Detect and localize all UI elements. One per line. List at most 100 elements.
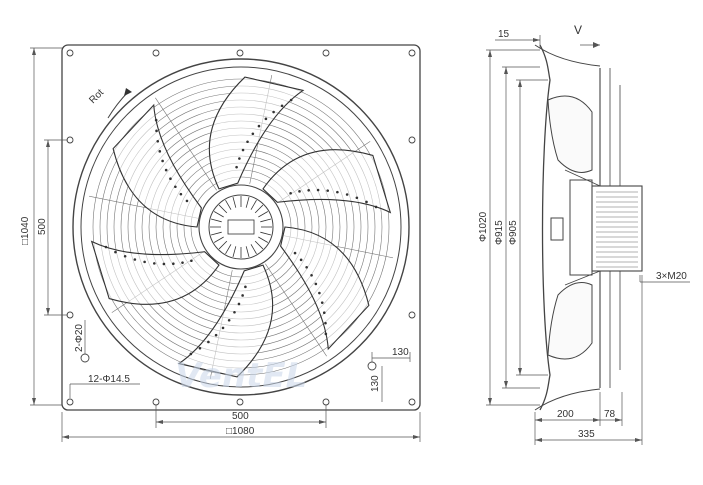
cooling-fin <box>254 204 264 214</box>
side-motor <box>591 185 643 272</box>
fan-blades <box>90 76 392 378</box>
mounting-holes <box>66 49 416 406</box>
side-view <box>534 44 643 411</box>
cooling-fin <box>250 199 257 210</box>
venturi-flange-bottom <box>534 388 601 411</box>
blade-serration <box>174 185 177 189</box>
blade-serration <box>345 193 349 196</box>
fan-blade <box>177 264 274 378</box>
blade-serration <box>214 333 218 337</box>
cooling-fin <box>213 211 224 218</box>
blade-serration <box>244 285 247 289</box>
cooling-fin <box>210 231 222 236</box>
blade-serration <box>133 258 137 261</box>
rotation-label: Rot <box>87 87 106 106</box>
blade-serration <box>207 340 210 344</box>
blade-serration <box>365 200 368 204</box>
blade-serration <box>179 192 183 196</box>
cooling-fin <box>258 211 269 218</box>
cooling-fin <box>245 196 250 208</box>
blade-serration <box>310 273 313 277</box>
venturi-inner-ring <box>80 66 402 388</box>
front-dim-arrows <box>32 48 420 439</box>
cooling-fin <box>254 240 264 250</box>
blade-serration <box>316 188 320 192</box>
blade-serration <box>162 262 166 266</box>
blade-serration <box>237 302 241 306</box>
cooling-fin <box>213 236 224 243</box>
blade-section-top <box>547 95 593 173</box>
mounting-plate <box>61 44 421 411</box>
blade-serration <box>241 294 244 297</box>
blade-serration <box>320 301 324 304</box>
blade-serration <box>272 110 275 114</box>
dim-spacing-horizontal: 500 <box>232 411 249 422</box>
venturi-outer-ring <box>72 58 410 396</box>
blade-serration <box>374 205 378 209</box>
blade-serration <box>189 352 193 356</box>
watermark-logo: VentEL <box>175 356 307 396</box>
rotation-arrow-head <box>124 88 132 96</box>
cooling-fin <box>250 244 257 255</box>
cooling-fin <box>258 236 269 243</box>
cooling-fin <box>225 244 232 255</box>
blade-serration <box>164 168 168 172</box>
dim-hole-large: 2-Φ20 <box>74 324 85 352</box>
grill-spoke <box>155 97 217 191</box>
blade-serration <box>172 262 175 266</box>
blade-serration <box>322 311 326 315</box>
dim-depth-b: 78 <box>604 409 616 420</box>
blade-serration <box>298 190 301 193</box>
blade-serration <box>233 310 236 314</box>
dim-height-outer: □1040 <box>20 216 31 245</box>
blade-serration <box>227 318 231 322</box>
blade-serration <box>280 104 284 108</box>
blade-serration <box>289 191 292 195</box>
blade-serration <box>355 196 359 200</box>
blade-serration <box>251 132 255 136</box>
blade-serration <box>318 291 321 295</box>
dim-hole-small: 12-Φ14.5 <box>88 374 130 385</box>
dim-width-outer: □1080 <box>226 426 255 437</box>
grill-spoke <box>265 263 327 357</box>
motor-hub-inner <box>208 194 274 260</box>
blade-serration <box>104 245 108 249</box>
blade-serration <box>326 189 329 192</box>
dim-diameter-mid: Φ915 <box>494 220 505 245</box>
dim-depth-total: 335 <box>578 429 595 440</box>
blade-serration <box>153 262 156 265</box>
blade-serration <box>293 251 297 255</box>
venturi-flange-top <box>534 44 601 67</box>
airflow-label: V <box>574 23 582 37</box>
side-hub <box>569 179 593 276</box>
cooling-fin <box>225 199 232 210</box>
motor-cooling-fins <box>210 196 272 258</box>
blade-serration <box>143 260 146 264</box>
side-dim-arrows <box>488 38 642 442</box>
dim-bolts: 3×M20 <box>656 271 687 282</box>
blade-serration <box>289 98 293 102</box>
blade-serration <box>336 190 339 194</box>
blade-serration <box>156 139 160 143</box>
cooling-fin <box>210 218 222 223</box>
dim-top-offset: 15 <box>498 29 510 40</box>
fan-blade <box>112 103 202 228</box>
fan-blade <box>208 76 305 190</box>
venturi-profile <box>539 44 551 411</box>
side-motor-fins <box>596 191 638 268</box>
blade-serration <box>221 326 225 330</box>
blade-serration <box>307 188 310 192</box>
blade-serration <box>114 250 117 254</box>
dim-depth-a: 200 <box>557 409 574 420</box>
blade-serration <box>185 199 189 203</box>
blade-serration <box>257 124 261 128</box>
fan-blade <box>262 149 392 214</box>
blade-serration <box>246 140 249 144</box>
blade-section-bottom <box>547 282 593 360</box>
blade-serration <box>264 117 268 121</box>
front-view <box>61 44 421 411</box>
blade-serration <box>154 118 158 122</box>
blade-serration <box>324 321 327 325</box>
